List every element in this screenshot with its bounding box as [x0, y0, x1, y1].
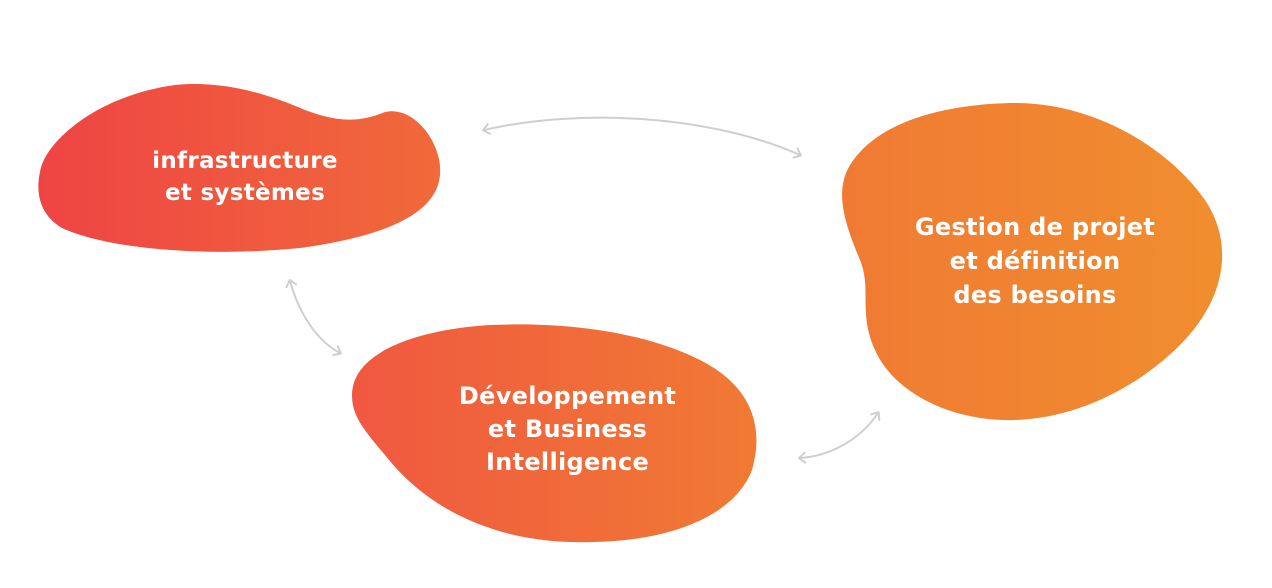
node-label-developpement: Développement et Business Intelligence: [400, 380, 735, 479]
node-label-infrastructure: infrastructure et systèmes: [90, 145, 400, 209]
blob-developpement: [352, 324, 757, 543]
node-label-line: infrastructure: [152, 148, 338, 174]
node-label-gestion: Gestion de projet et définition des beso…: [880, 210, 1190, 312]
node-label-line: Développement: [458, 382, 677, 410]
arrow-infra-dev: [285, 279, 342, 357]
node-label-line: Gestion de projet: [914, 213, 1156, 241]
blob-gestion: [842, 102, 1223, 421]
arrow-dev-gestion: [798, 411, 881, 464]
node-label-line: et définition: [949, 247, 1121, 275]
node-label-line: Intelligence: [485, 448, 650, 476]
node-label-line: et systèmes: [164, 180, 326, 206]
node-label-line: des besoins: [953, 281, 1117, 309]
node-label-line: et Business: [487, 415, 648, 443]
arrow-infra-gestion: [482, 116, 802, 159]
blob-infrastructure: [38, 84, 441, 252]
